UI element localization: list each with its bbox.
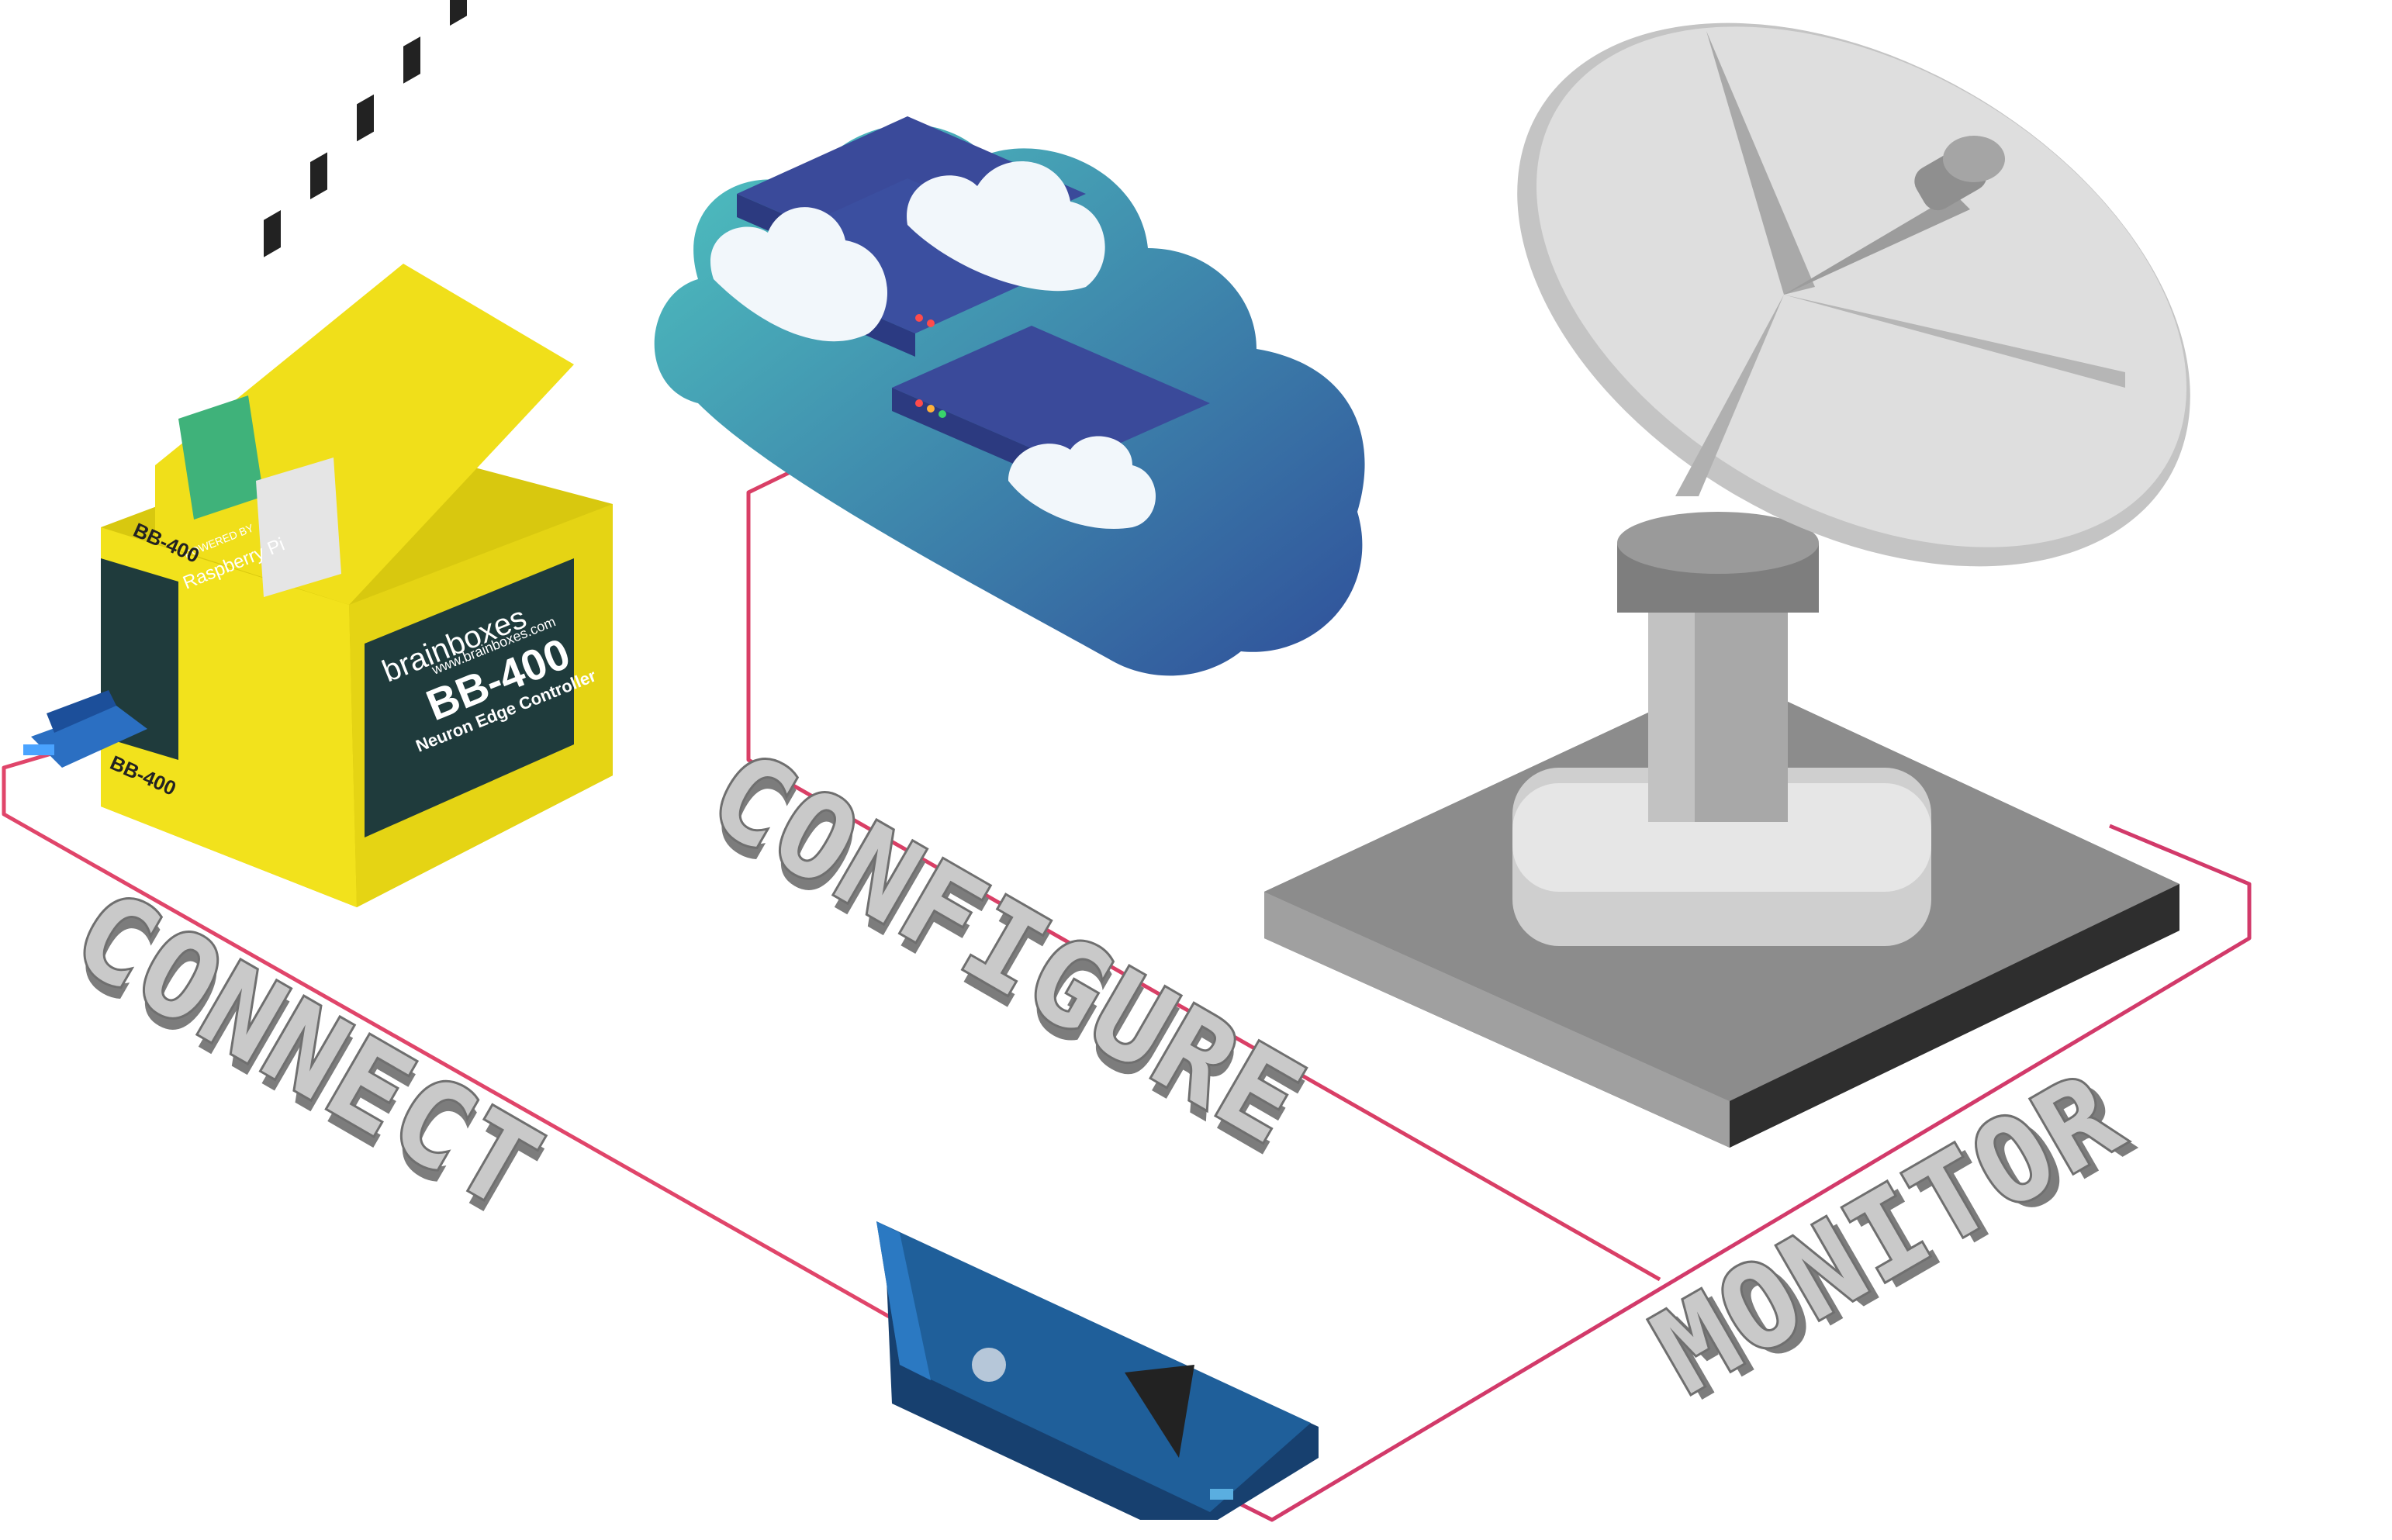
cable-laptop-to-dish (1232, 824, 2252, 1522)
device-side-panel (365, 558, 574, 837)
ethernet-plug-icon (23, 690, 147, 768)
device-vents (264, 0, 467, 257)
terminal-block-green (178, 395, 264, 520)
cloud-server-icon (654, 116, 1365, 676)
mini-clouds (710, 161, 1156, 529)
satellite-dish-icon (1264, 22, 2190, 1148)
laptop-icon (876, 1221, 1319, 1520)
connect-label: CONNECT (52, 865, 563, 1238)
terminal-block-white (256, 458, 341, 597)
cable-device-to-laptop (2, 746, 894, 1321)
device-icon: brainboxes www.brainboxes.com BB-400 Neu… (23, 0, 613, 907)
configure-label: CONFIGURE (688, 725, 1326, 1171)
